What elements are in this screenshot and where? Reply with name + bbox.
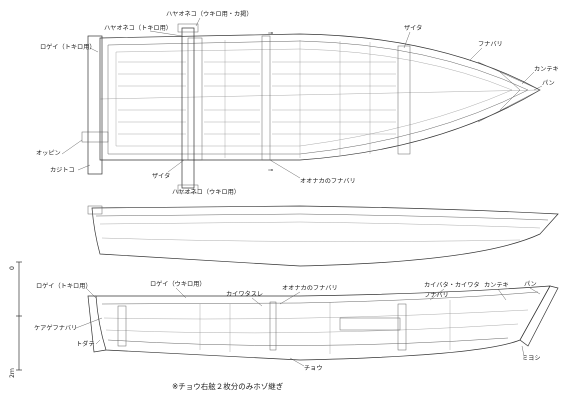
footnote: ※チョウ右舷２枚分のみホゾ継ぎ <box>172 381 284 391</box>
profile-sheer-line <box>95 213 549 221</box>
plan-hayaoneko-bar <box>181 27 195 189</box>
plan-oppin <box>81 131 109 143</box>
plan-centerline <box>99 89 541 100</box>
section-strake-2 <box>105 323 519 334</box>
profile-stern-cap <box>87 205 103 215</box>
plan-hayaoneko-cap-bottom <box>177 184 199 194</box>
label-kajitoko: カジトコ <box>50 167 75 174</box>
plan-mark-top: ⊸ <box>268 30 273 37</box>
plan-mark-bottom: ⊸ <box>268 167 273 174</box>
section-keel-line <box>107 337 509 346</box>
section-bow-stem <box>519 285 559 347</box>
plan-floor-slats <box>118 61 396 135</box>
plan-hull-outline <box>99 33 541 161</box>
scale-max: 2m <box>9 368 16 378</box>
label-hayaoneko-ukiro: ハヤオネコ（ウキロ用・カ掲） <box>166 10 253 18</box>
label-zaita-bottom: ザイタ <box>152 172 170 180</box>
label-pan-side: パン <box>524 281 537 288</box>
section-frame-bow <box>397 303 407 351</box>
plan-thwart-3 <box>397 45 411 155</box>
label-zaita-top: ザイタ <box>404 24 422 32</box>
plan-stern-post <box>87 35 103 175</box>
section-frame-stern <box>117 305 127 347</box>
label-rogui-tokiro-top: ロゲイ（トキロ用） <box>40 43 96 51</box>
plan-bow-lines <box>477 61 541 123</box>
profile-hull-outline <box>91 205 559 267</box>
section-view <box>87 285 559 361</box>
label-kanteki-side: カンテキ <box>484 282 509 289</box>
section-sheer-inner <box>101 291 539 305</box>
label-oonaka-funabari-side: オオナカのフナバリ <box>282 285 338 292</box>
label-todate: トダテ <box>76 340 95 348</box>
section-hull-outline <box>95 285 551 361</box>
plan-chine-line <box>115 48 513 147</box>
label-pan-top: パン <box>542 80 555 87</box>
profile-view <box>87 205 559 267</box>
profile-strake-1 <box>99 221 541 229</box>
label-rogui-ukiro-side: ロゲイ（ウキロ用） <box>150 280 206 288</box>
label-hayaoneko-tokiro: ハヤオネコ（トキロ用） <box>104 25 172 32</box>
section-stern-post <box>87 295 107 353</box>
scale-zero: 0 <box>9 266 16 270</box>
label-funabari-top: フナバリ <box>478 41 503 48</box>
section-funabari-block <box>339 317 401 331</box>
plan-thwart-2 <box>261 35 271 161</box>
label-kaibata-kaiwata: カイバタ・カイワタ <box>424 281 480 289</box>
profile-strake-2 <box>101 237 521 242</box>
plan-bow-inner <box>499 71 521 111</box>
section-strake-1 <box>103 309 529 320</box>
label-funabari-side: フナバリ <box>424 292 449 299</box>
label-kanteki-top: カンテキ <box>534 66 559 73</box>
section-labels: ロゲイ（トキロ用） ロゲイ（ウキロ用） カイワタスレ オオナカのフナバリ カイバ… <box>34 280 541 372</box>
label-chou: チョウ <box>304 364 323 372</box>
plan-labels: ハヤオネコ（ウキロ用・カ掲） ハヤオネコ（トキロ用） ロゲイ（トキロ用） ザイタ… <box>36 10 559 196</box>
label-oppin: オッピン <box>36 150 61 157</box>
label-rogui-tokiro-side: ロゲイ（トキロ用） <box>36 282 92 290</box>
plan-hayaoneko-cap <box>177 23 199 33</box>
plan-inner-outline <box>107 40 529 155</box>
label-oonaka-funabari-top: オオナカのフナバリ <box>300 178 356 185</box>
label-keagafunabari: ケアゲフナバリ <box>34 324 77 332</box>
plan-view: ⊸ ⊸ <box>81 23 541 194</box>
section-mast-post <box>269 301 277 351</box>
label-misao: ミヨシ <box>522 355 541 362</box>
plan-thwart-1 <box>187 37 203 161</box>
scale-bar: 0 2m <box>9 261 22 378</box>
label-hayaoneko-ukiro-bottom: ハヤオネコ（ウキロ用） <box>172 188 240 196</box>
label-kaiwatasu: カイワタスレ <box>226 290 263 298</box>
